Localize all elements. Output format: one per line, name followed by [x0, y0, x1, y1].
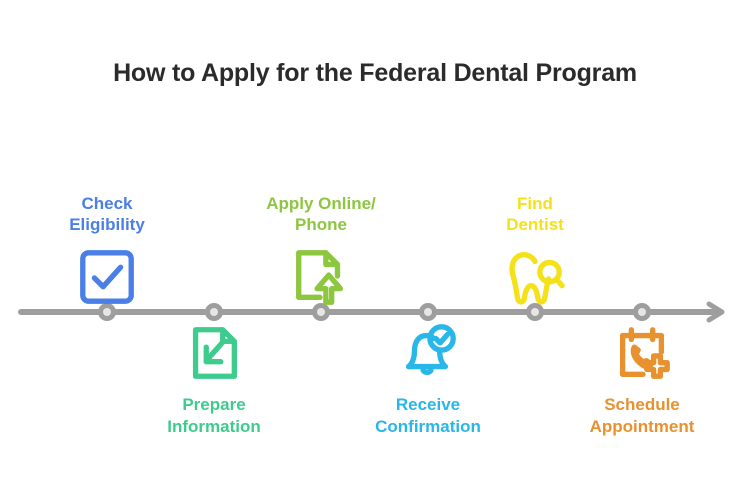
- timeline-step-1[interactable]: Check Eligibility: [17, 193, 197, 309]
- timeline-marker-4: [419, 303, 437, 321]
- step-label-3: Apply Online/ Phone: [266, 193, 376, 235]
- timeline-step-2[interactable]: Prepare Information: [124, 322, 304, 438]
- timeline-marker-5: [526, 303, 544, 321]
- tooth-search-icon: [504, 246, 566, 308]
- timeline-marker-3: [312, 303, 330, 321]
- timeline-step-5[interactable]: Find Dentist: [445, 193, 625, 309]
- step-label-6: Schedule Appointment: [589, 395, 695, 436]
- calendar-phone-plus-icon: [611, 322, 673, 384]
- step-label-5: Find Dentist: [506, 193, 564, 235]
- timeline-step-6[interactable]: Schedule Appointment: [552, 322, 732, 438]
- timeline-axis: [18, 309, 718, 315]
- bell-check-icon: [397, 322, 459, 384]
- timeline-step-4[interactable]: Receive Confirmation: [338, 322, 518, 438]
- step-label-4: Receive Confirmation: [375, 395, 481, 436]
- page-title: How to Apply for the Federal Dental Prog…: [113, 59, 637, 87]
- timeline-step-3[interactable]: Apply Online/ Phone: [231, 193, 411, 309]
- step-label-2: Prepare Information: [167, 395, 261, 436]
- document-upload-icon: [290, 246, 352, 308]
- document-download-icon: [183, 322, 245, 384]
- step-label-1: Check Eligibility: [69, 193, 145, 235]
- checkbox-check-icon: [76, 246, 138, 308]
- timeline-marker-2: [205, 303, 223, 321]
- timeline-marker-6: [633, 303, 651, 321]
- timeline-marker-1: [98, 303, 116, 321]
- timeline-arrowhead: [706, 301, 725, 323]
